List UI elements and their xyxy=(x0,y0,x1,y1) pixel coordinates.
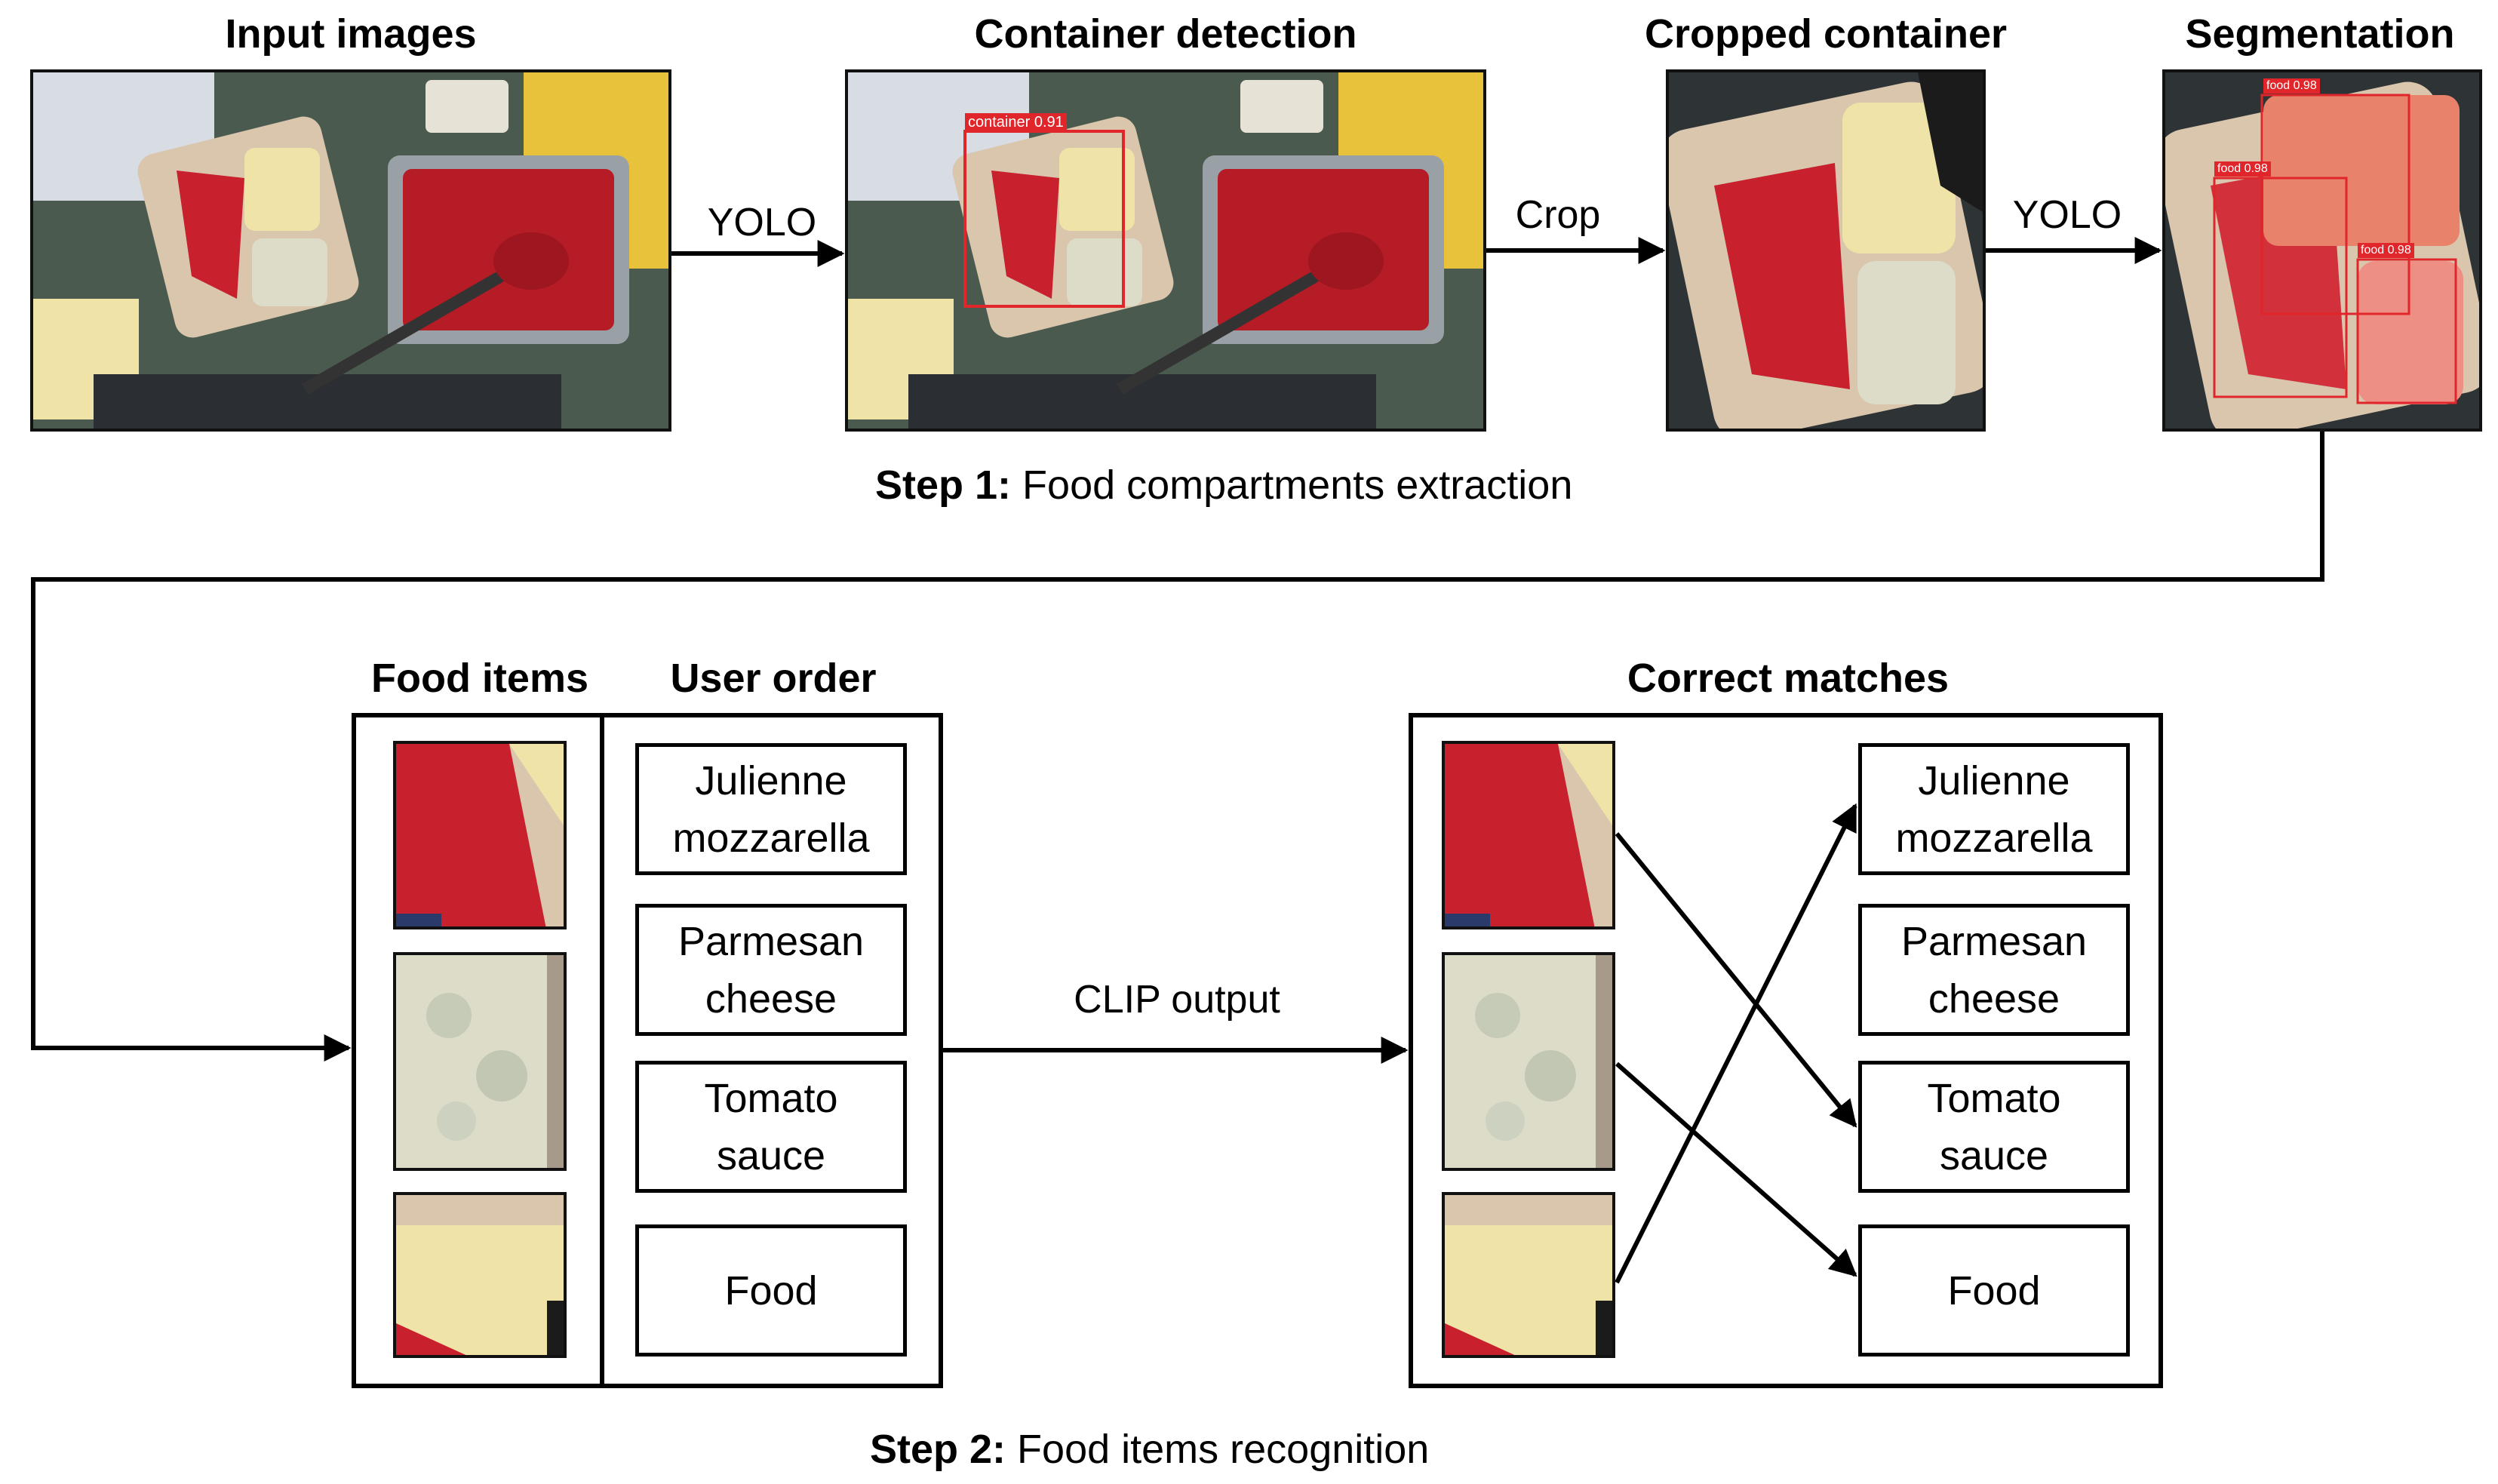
tray-crop-illustration xyxy=(1669,72,1983,429)
cropped-container-image xyxy=(1666,69,1986,432)
mozzarella-crop-illustration xyxy=(1445,1195,1612,1355)
step2-caption: Step 2: Food items recognition xyxy=(870,1426,1429,1473)
user-order-parmesan-cheese: Parmesan cheese xyxy=(635,904,907,1036)
tomato-sauce-crop-illustration xyxy=(1445,744,1612,926)
match-item-line2: sauce xyxy=(1939,1132,2049,1178)
step1-caption-text: Food compartments extraction xyxy=(1011,462,1573,508)
kitchen-scene-illustration xyxy=(33,72,668,429)
match-item-line2: cheese xyxy=(1928,976,2060,1022)
match-item-line1: Food xyxy=(1947,1267,2041,1313)
edge-label-yolo-segmentation: YOLO xyxy=(2012,193,2122,237)
food-item-tomato-sauce xyxy=(393,741,567,929)
match-food-item-tomato-sauce xyxy=(1442,741,1615,929)
user-order-item-line1: Food xyxy=(724,1267,818,1313)
segmentation-image: food 0.98 food 0.98 food 0.98 xyxy=(2162,69,2482,432)
user-order-item-line2: mozzarella xyxy=(672,815,870,861)
user-order-item-line1: Julienne xyxy=(695,757,847,803)
arrow-segmentation-to-food-items xyxy=(31,432,2324,1062)
match-item-line1: Parmesan xyxy=(1900,918,2088,964)
container-detection-image: container 0.91 xyxy=(845,69,1486,432)
food-item-mozzarella xyxy=(393,1192,567,1358)
tomato-sauce-crop-illustration xyxy=(396,744,564,926)
stage-title-segmentation: Segmentation xyxy=(2185,11,2455,57)
match-parmesan-cheese: Parmesan cheese xyxy=(1858,904,2130,1036)
mozzarella-crop-illustration xyxy=(396,1195,564,1355)
user-order-item-line2: cheese xyxy=(705,976,837,1022)
segmentation-label-3: food 0.98 xyxy=(2358,243,2414,258)
match-tomato-sauce: Tomato sauce xyxy=(1858,1061,2130,1193)
input-image xyxy=(30,69,671,432)
match-food-item-cheese xyxy=(1442,952,1615,1171)
step1-caption-bold: Step 1: xyxy=(875,462,1012,508)
edge-label-clip-output: CLIP output xyxy=(1074,978,1280,1022)
step2-caption-text: Food items recognition xyxy=(1006,1427,1430,1472)
kitchen-scene-with-box-illustration xyxy=(848,72,1483,429)
match-food: Food xyxy=(1858,1224,2130,1356)
step2-caption-bold: Step 2: xyxy=(870,1427,1006,1472)
user-order-item-line1: Parmesan xyxy=(678,918,865,964)
user-order-food: Food xyxy=(635,1224,907,1356)
segmentation-label-2: food 0.98 xyxy=(2214,161,2271,177)
correct-matches-title: Correct matches xyxy=(1627,656,1950,701)
container-detection-label: container 0.91 xyxy=(965,113,1067,131)
correct-matches-frame xyxy=(1409,713,2163,1388)
step1-caption: Step 1: Food compartments extraction xyxy=(875,462,1572,508)
user-order-item-line2: sauce xyxy=(716,1132,826,1178)
cheese-crop-illustration xyxy=(1445,955,1612,1168)
user-order-julienne-mozzarella: Julienne mozzarella xyxy=(635,743,907,875)
segmentation-label-1: food 0.98 xyxy=(2263,78,2320,94)
match-julienne-mozzarella: Julienne mozzarella xyxy=(1858,743,2130,875)
stage-title-cropped-container: Cropped container xyxy=(1644,11,2008,57)
stage-title-container-detection: Container detection xyxy=(974,11,1357,57)
match-arrow-cheese-to-food xyxy=(1615,1062,1857,1277)
cheese-crop-illustration xyxy=(396,955,564,1168)
match-arrow-tomato-sauce xyxy=(1615,832,1857,1128)
match-arrow-mozzarella xyxy=(1615,803,1857,1284)
match-item-line2: mozzarella xyxy=(1895,815,2093,861)
match-item-line1: Julienne xyxy=(1918,757,2070,803)
food-items-title: Food items xyxy=(370,656,588,701)
stage-title-input-images: Input images xyxy=(225,11,477,57)
user-order-frame xyxy=(600,713,943,1388)
user-order-title: User order xyxy=(670,656,877,701)
edge-label-yolo-detection: YOLO xyxy=(707,201,817,244)
edge-label-crop: Crop xyxy=(1515,193,1601,237)
match-item-line1: Tomato xyxy=(1927,1075,2061,1121)
user-order-tomato-sauce: Tomato sauce xyxy=(635,1061,907,1193)
match-food-item-mozzarella xyxy=(1442,1192,1615,1358)
user-order-item-line1: Tomato xyxy=(704,1075,838,1121)
food-item-cheese xyxy=(393,952,567,1171)
